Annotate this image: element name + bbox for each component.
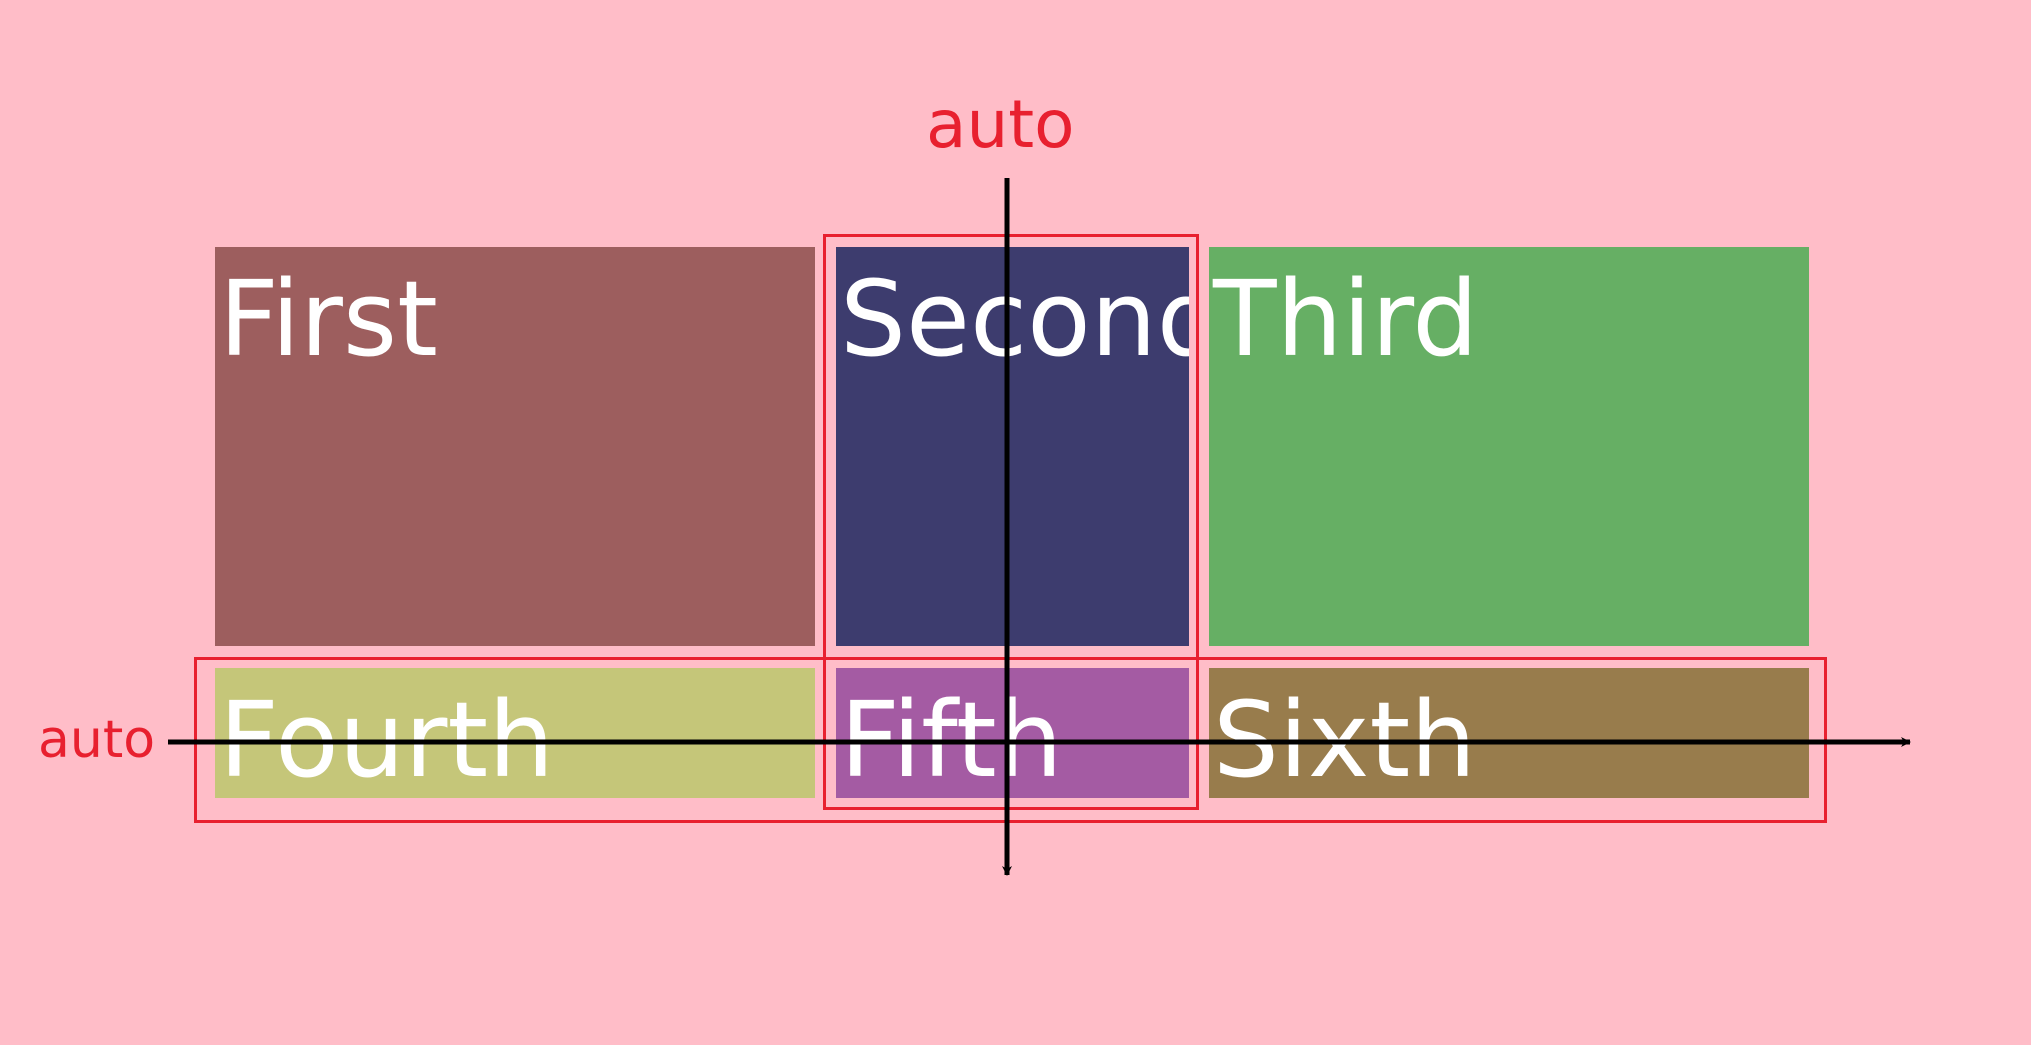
- grid-item-first-label: First: [219, 258, 438, 380]
- grid-item-sixth-label: Sixth: [1213, 679, 1477, 798]
- grid-item-fourth: Fourth: [215, 668, 815, 798]
- grid-item-second: Second: [836, 247, 1189, 646]
- grid-item-fourth-label: Fourth: [219, 679, 555, 798]
- grid-item-third: Third: [1209, 247, 1809, 646]
- grid-item-third-label: Third: [1213, 258, 1479, 380]
- grid-item-first: First: [215, 247, 815, 646]
- grid-item-fifth: Fifth: [836, 668, 1189, 798]
- column-track-label: auto: [926, 86, 1075, 163]
- grid-item-fifth-label: Fifth: [840, 679, 1063, 798]
- grid-item-second-label: Second: [840, 258, 1189, 380]
- grid-item-sixth: Sixth: [1209, 668, 1809, 798]
- row-track-label: auto: [38, 710, 156, 770]
